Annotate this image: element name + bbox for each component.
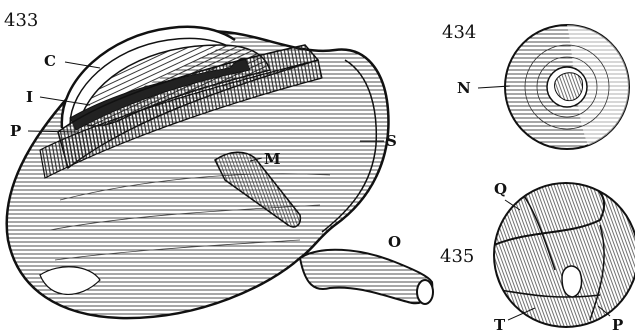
figure-433-number: 433 — [4, 10, 38, 31]
label-p: P — [10, 122, 21, 140]
optic-nerve — [300, 250, 432, 304]
figure-434-lens-front-view: 434 N — [442, 22, 629, 149]
label-q: Q — [494, 180, 507, 198]
label-p2: P — [612, 316, 623, 334]
label-s: S — [386, 132, 397, 150]
label-t: T — [494, 316, 506, 334]
lens-core — [562, 266, 582, 297]
label-i: I — [26, 88, 33, 106]
figure-434-number: 434 — [442, 22, 476, 43]
label-n: N — [457, 79, 471, 97]
label-o: O — [388, 233, 401, 251]
label-c: C — [44, 52, 56, 70]
label-m: M — [264, 150, 281, 168]
figure-435-lens-section: 435 Q T P — [440, 180, 635, 334]
figure-433-eye-section: 433 C I P M — [4, 10, 433, 318]
figure-435-number: 435 — [440, 246, 474, 267]
